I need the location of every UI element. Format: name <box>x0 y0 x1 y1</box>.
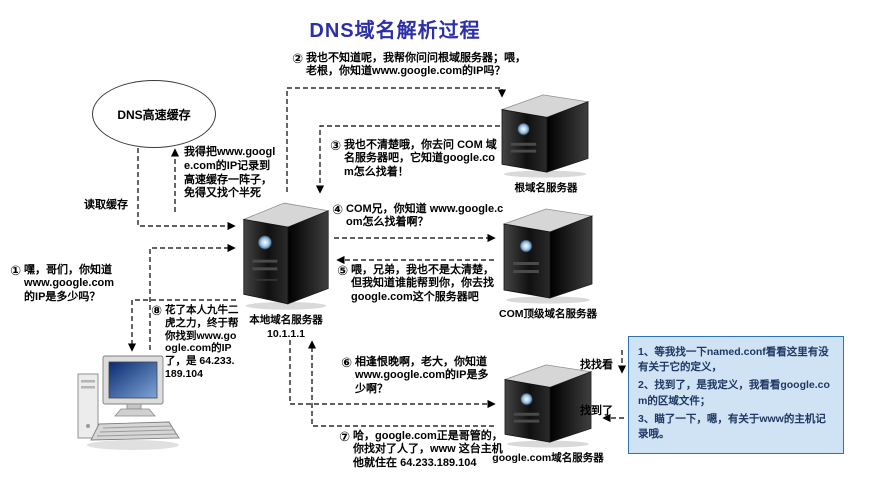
page-title: DNS域名解析过程 <box>309 20 481 42</box>
local-dns-server-icon <box>238 194 334 317</box>
step-1-text: 嘿，哥们，你知道www.google.com的IP是多少吗？ <box>24 264 115 303</box>
step-6-text: 相逢恨晚啊，老大，你知道 www.google.com的IP是多少啊？ <box>355 356 489 395</box>
step-8-text: 花了本人九牛二虎之力，终于帮你找到www.google.com的IP了，是 64… <box>165 304 239 380</box>
step-2-text: 我也不知道呢，我帮你问问根域服务器；喂，老根，你知道www.google.com… <box>306 52 527 78</box>
step-4-bubble: ④ COM兄，你知道 www.google.com怎么找着啊？ <box>332 203 504 230</box>
named-conf-note-box: 1、等我找一下named.conf看看这里有没有关于它的定义， 2、找到了，是我… <box>628 336 844 455</box>
step-7-number: ⑦ <box>339 429 351 444</box>
dns-cache-label: DNS高速缓存 <box>117 107 191 122</box>
step-2-number: ② <box>292 51 304 66</box>
cache-read-label: 读取缓存 <box>84 199 128 211</box>
find-looking-label: 找找看 <box>580 359 613 371</box>
step-1-bubble: ① 嘿，哥们，你知道www.google.com的IP是多少吗？ <box>10 264 120 304</box>
google-server-label: google.com域名服务器 <box>492 452 604 464</box>
step-6-number: ⑥ <box>341 355 353 370</box>
google-server-icon <box>498 360 598 453</box>
client-computer-icon <box>74 352 186 457</box>
local-dns-server-name: 本地域名服务器 <box>249 314 323 326</box>
root-server-label: 根域名服务器 <box>514 182 578 194</box>
note-line-2: 2、找到了，是我定义，我看看google.com的区域文件； <box>638 379 830 407</box>
step-8-number: ⑧ <box>151 303 163 318</box>
note-line-3: 3、瞄了一下，嗯，有关于www的主机记录哦。 <box>638 412 826 441</box>
local-dns-server-ip: 10.1.1.1 <box>267 327 305 340</box>
step-7-text: 哈，google.com正是哥管的，你找对了人了，www 这台主机他就住在 64… <box>353 430 503 469</box>
step-6-bubble: ⑥ 相逢恨晚啊，老大，你知道 www.google.com的IP是多少啊？ <box>341 356 498 396</box>
found-label: 找到了 <box>580 405 613 417</box>
local-dns-server-label: 本地域名服务器 10.1.1.1 <box>228 314 344 341</box>
step-3-text: 我也不清楚哦，你去问 COM 域名服务器吧，它知道google.com怎么找着！ <box>344 139 497 178</box>
step-4-number: ④ <box>332 202 344 217</box>
step-5-bubble: ⑤ 喂，兄弟，我也不是太清楚，但我知道谁能帮到你，你去找google.com这个… <box>337 264 494 304</box>
step-8-bubble: ⑧ 花了本人九牛二虎之力，终于帮你找到www.google.com的IP了，是 … <box>151 304 239 381</box>
step-7-bubble: ⑦ 哈，google.com正是哥管的，你找对了人了，www 这台主机他就住在 … <box>339 430 509 470</box>
step-3-number: ③ <box>330 138 342 153</box>
step-3-bubble: ③ 我也不清楚哦，你去问 COM 域名服务器吧，它知道google.com怎么找… <box>330 139 498 179</box>
cache-store-note: 我得把www.google.com的IP记录到高速缓存一阵子，免得又找个半死 <box>184 146 276 200</box>
root-server-icon <box>496 90 594 183</box>
step-2-bubble: ② 我也不知道呢，我帮你问问根域服务器；喂，老根，你知道www.google.c… <box>292 52 526 79</box>
step-5-text: 喂，兄弟，我也不是太清楚，但我知道谁能帮到你，你去找google.com这个服务… <box>351 264 495 303</box>
step-1-number: ① <box>10 263 22 278</box>
dns-cache-ellipse: DNS高速缓存 <box>92 80 216 148</box>
com-server-icon <box>498 204 598 309</box>
note-line-1: 1、等我找一下named.conf看看这里有没有关于它的定义， <box>638 346 829 374</box>
step-5-number: ⑤ <box>337 263 349 278</box>
step-4-text: COM兄，你知道 www.google.com怎么找着啊？ <box>346 203 504 229</box>
com-server-label: COM顶级域名服务器 <box>499 308 597 320</box>
